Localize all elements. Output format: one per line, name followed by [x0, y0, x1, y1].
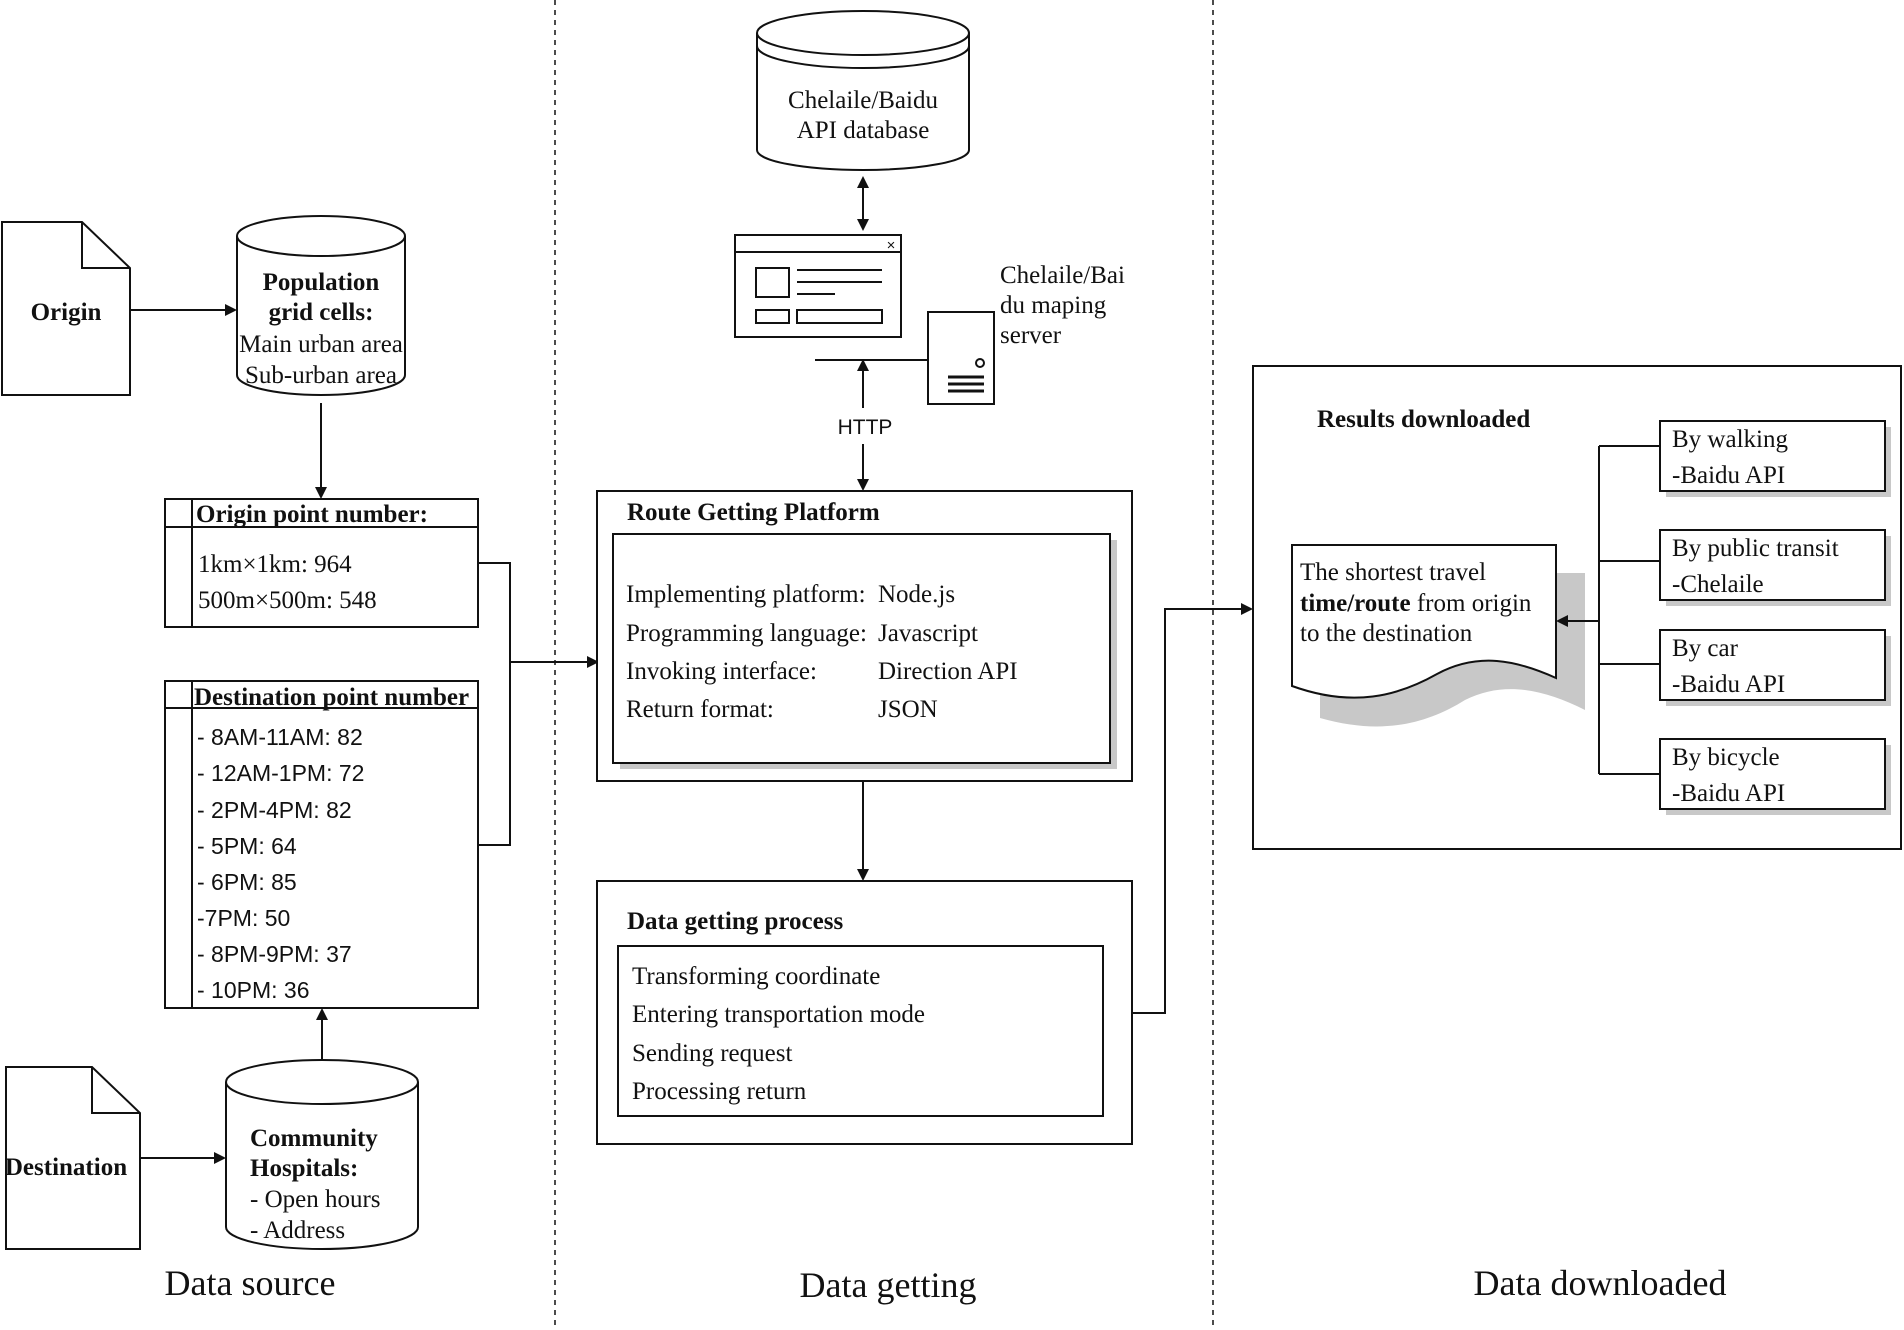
api-db-line2: API database: [797, 117, 930, 144]
results-doc-bold: time/route: [1300, 590, 1411, 617]
population-line1: Population: [263, 269, 380, 296]
server-label-line1: Chelaile/Bai: [1000, 262, 1125, 289]
destination-document: Destination: [5, 1066, 141, 1250]
results-title: Results downloaded: [1317, 406, 1530, 433]
origin-points-title: Origin point number:: [196, 501, 428, 528]
destination-points-box: Destination point number - 8AM-11AM: 82 …: [164, 680, 479, 1009]
data-process-step: Sending request: [632, 1040, 792, 1067]
route-platform-key: Invoking interface:: [626, 658, 817, 685]
data-process-box: Data getting process Transforming coordi…: [596, 880, 1133, 1145]
data-process-step: Processing return: [632, 1078, 807, 1105]
server-label-line2: du maping: [1000, 292, 1107, 319]
api-db-line1: Chelaile/Baidu: [788, 87, 938, 114]
route-platform-key: Return format:: [626, 696, 774, 723]
mode-api: -Baidu API: [1672, 671, 1785, 698]
route-platform-key: Implementing platform:: [626, 581, 866, 608]
hospitals-line2: Hospitals:: [250, 1155, 358, 1182]
mode-api: -Baidu API: [1672, 462, 1785, 489]
origin-points-row: 1km×1km: 964: [198, 551, 352, 578]
route-platform-value: Javascript: [878, 620, 978, 647]
mode-name: By car: [1672, 635, 1739, 662]
results-doc-line3: to the destination: [1300, 620, 1473, 647]
api-database: Chelaile/Baidu API database: [756, 10, 970, 171]
route-platform-key: Programming language:: [626, 620, 867, 647]
mode-name: By walking: [1672, 426, 1788, 453]
destination-points-row: - 2PM-4PM: 82: [197, 797, 352, 823]
data-process-step: Entering transportation mode: [632, 1001, 925, 1028]
http-label: HTTP: [838, 416, 893, 439]
browser-window-icon: ×: [734, 234, 902, 338]
destination-points-row: - 10PM: 36: [197, 977, 310, 1003]
data-process-step: Transforming coordinate: [632, 963, 880, 990]
origin-label: Origin: [31, 299, 102, 326]
population-line3: Main urban area: [239, 331, 403, 358]
hospitals-line4: - Address: [250, 1217, 345, 1244]
route-platform-value: Node.js: [878, 581, 955, 608]
mode-api: -Baidu API: [1672, 780, 1785, 807]
server-label-line3: server: [1000, 322, 1062, 349]
hospitals-database: Community Hospitals: - Open hours - Addr…: [225, 1059, 419, 1250]
close-icon: ×: [887, 237, 896, 254]
population-line2: grid cells:: [269, 299, 374, 326]
mode-name: By public transit: [1672, 535, 1839, 562]
destination-label: Destination: [5, 1154, 127, 1181]
origin-document: Origin: [1, 221, 131, 396]
population-line4: Sub-urban area: [245, 362, 397, 389]
results-panel: Results downloaded The shortest travel t…: [1252, 365, 1902, 850]
origin-points-box: Origin point number: 1km×1km: 964 500m×5…: [164, 498, 479, 628]
route-platform-value: Direction API: [878, 658, 1018, 685]
hospitals-line3: - Open hours: [250, 1186, 381, 1213]
destination-points-title: Destination point number: [194, 684, 469, 711]
results-doc-line2: time/route from origin: [1300, 590, 1532, 617]
section-label-downloaded: Data downloaded: [1474, 1263, 1727, 1303]
hospitals-line1: Community: [250, 1125, 378, 1152]
mode-box-car: By car -Baidu API: [1659, 629, 1891, 706]
mode-name: By bicycle: [1672, 744, 1780, 771]
population-database: Population grid cells: Main urban area S…: [236, 215, 406, 396]
mode-box-walking: By walking -Baidu API: [1659, 420, 1891, 497]
mode-box-bicycle: By bicycle -Baidu API: [1659, 738, 1891, 815]
destination-points-row: - 8PM-9PM: 37: [197, 941, 352, 967]
data-process-title: Data getting process: [627, 908, 843, 935]
destination-points-row: - 8AM-11AM: 82: [197, 724, 363, 750]
route-platform-value: JSON: [878, 696, 938, 723]
destination-points-row: -7PM: 50: [197, 905, 290, 931]
arrow-process-to-results: [1132, 603, 1253, 1014]
route-platform-title: Route Getting Platform: [627, 499, 880, 526]
section-label-source: Data source: [165, 1263, 336, 1303]
route-platform-box: Route Getting Platform Implementing plat…: [596, 490, 1133, 782]
bracket-connector: [478, 562, 511, 846]
mode-box-public-transit: By public transit -Chelaile: [1659, 529, 1891, 606]
origin-points-row: 500m×500m: 548: [198, 587, 377, 614]
results-doc-rest: from origin: [1411, 590, 1532, 617]
destination-points-row: - 6PM: 85: [197, 869, 297, 895]
mode-api: -Chelaile: [1672, 571, 1764, 598]
results-doc-line1: The shortest travel: [1300, 559, 1486, 586]
server-icon: [927, 311, 995, 405]
section-label-getting: Data getting: [800, 1265, 977, 1305]
destination-points-row: - 12AM-1PM: 72: [197, 760, 364, 786]
destination-points-row: - 5PM: 64: [197, 833, 297, 859]
